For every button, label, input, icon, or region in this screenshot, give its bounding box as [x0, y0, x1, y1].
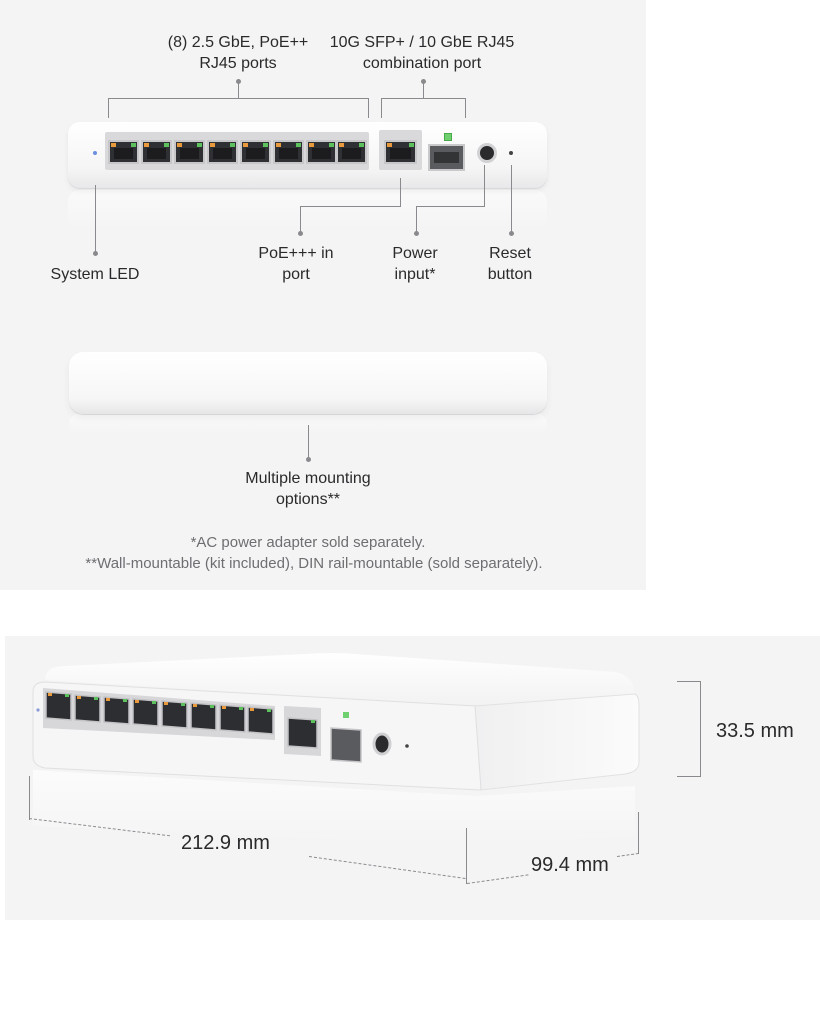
power-input-label: Power input* [392, 245, 438, 283]
height-dimension-label: 33.5 mm [716, 720, 794, 742]
footnote-power: *AC power adapter sold separately. [190, 534, 426, 551]
power-jack [477, 143, 497, 163]
mounting-options-label: Multiple mounting options** [245, 470, 371, 508]
switch-perspective-view [32, 653, 640, 846]
switch-front-view [68, 122, 547, 188]
dimensions-panel: 33.5 mm 212.9 mm 99.4 mm [5, 636, 820, 920]
feature-panel: (8) 2.5 GbE, PoE++ RJ45 ports 10G SFP+ /… [0, 0, 646, 590]
reset-hole [509, 151, 513, 155]
footnote-mounting: **Wall-mountable (kit included), DIN rai… [85, 555, 543, 572]
sfp-led [444, 133, 452, 141]
poe-in-port [384, 140, 417, 164]
sfp-port [428, 144, 465, 171]
combo-port-label: 10G SFP+ / 10 GbE RJ45 combination port [329, 34, 515, 72]
switch-housing-view [69, 352, 547, 414]
system-led [93, 151, 97, 155]
rj45-ports-label: (8) 2.5 GbE, PoE++ RJ45 ports [167, 34, 309, 72]
poe-in-label: PoE+++ in port [258, 245, 334, 283]
depth-dimension-label: 99.4 mm [531, 854, 609, 876]
system-led-label: System LED [50, 266, 140, 283]
reset-button-label: Reset button [487, 245, 533, 283]
width-dimension-label: 212.9 mm [181, 832, 270, 854]
